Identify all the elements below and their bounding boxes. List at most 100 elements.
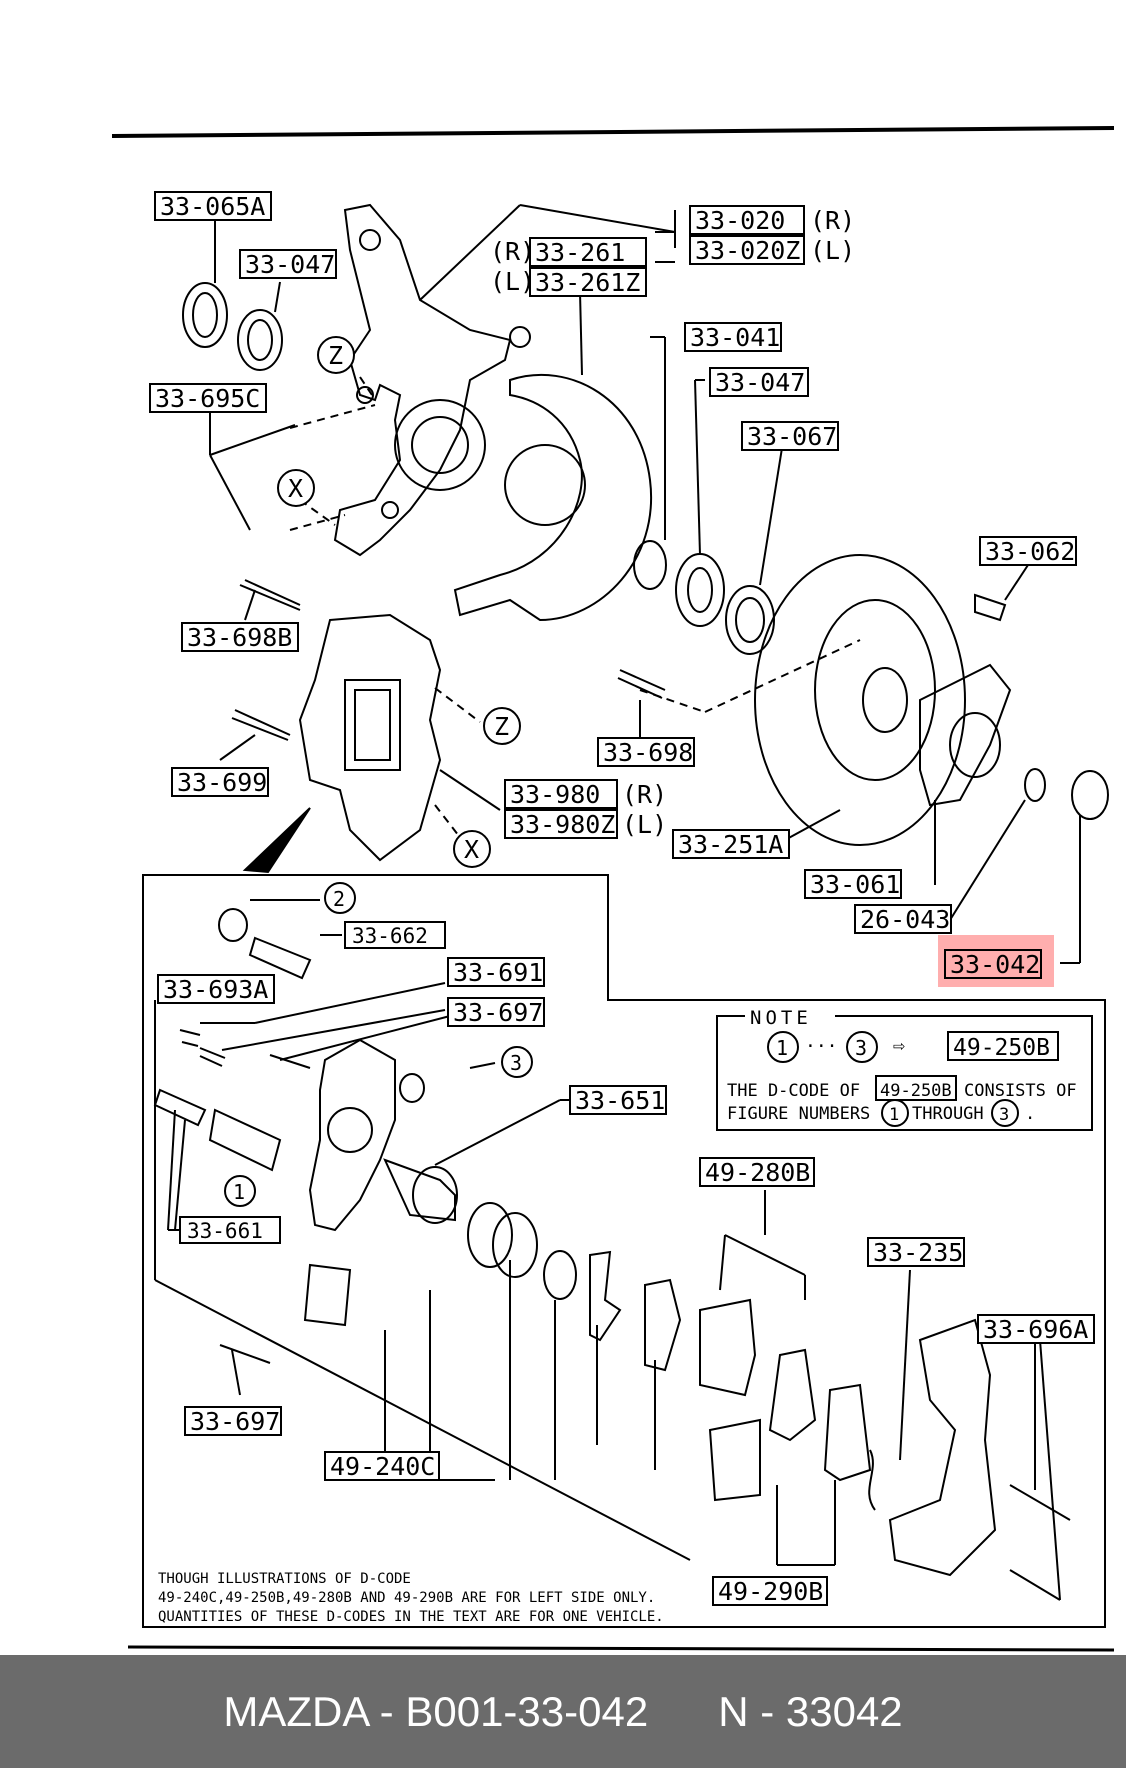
label-l-33-261Z: (L) — [490, 267, 535, 296]
label-49-240C[interactable]: 49-240C — [324, 1451, 440, 1481]
hub-drawing — [919, 663, 1109, 820]
label-33-251A[interactable]: 33-251A — [672, 829, 790, 859]
svg-text:33-062: 33-062 — [985, 537, 1075, 566]
svg-text:33-065A: 33-065A — [160, 192, 265, 221]
svg-text:···: ··· — [805, 1036, 838, 1057]
label-49-290B[interactable]: 49-290B — [712, 1576, 828, 1606]
seal-drawing — [182, 282, 228, 348]
label-33-980Z[interactable]: 33-980Z — [504, 809, 618, 839]
svg-text:FIGURE NUMBERS: FIGURE NUMBERS — [727, 1104, 870, 1124]
label-33-020[interactable]: 33-020 — [689, 205, 805, 235]
svg-text:33-699: 33-699 — [177, 768, 267, 797]
svg-text:33-695C: 33-695C — [155, 384, 260, 413]
svg-text:33-235: 33-235 — [873, 1238, 963, 1267]
svg-text:33-047: 33-047 — [715, 368, 805, 397]
label-l-33-020Z: (L) — [810, 236, 855, 265]
svg-text:THROUGH: THROUGH — [912, 1104, 984, 1124]
svg-text:26-043: 26-043 — [860, 905, 950, 934]
note-title: NOTE — [750, 1007, 812, 1029]
svg-text:33-980: 33-980 — [510, 780, 600, 809]
svg-text:33-020Z: 33-020Z — [695, 236, 800, 265]
label-l-33-980Z: (L) — [622, 810, 667, 839]
label-33-067[interactable]: 33-067 — [741, 421, 839, 451]
label-33-691[interactable]: 33-691 — [447, 957, 545, 987]
label-33-699[interactable]: 33-699 — [171, 767, 269, 797]
callout-2: 2 — [324, 882, 356, 914]
callout-z-lower: Z — [483, 707, 521, 745]
label-33-662[interactable]: 33-662 — [344, 921, 446, 949]
svg-text:33-697: 33-697 — [190, 1407, 280, 1436]
footnote-line2: 49-240C,49-250B,49-280B AND 49-290B ARE … — [158, 1590, 655, 1606]
svg-text:33-980Z: 33-980Z — [510, 810, 615, 839]
svg-text:33-662: 33-662 — [352, 924, 428, 948]
n-number: N - 33042 — [718, 1687, 903, 1735]
label-33-235[interactable]: 33-235 — [867, 1237, 965, 1267]
label-33-261Z[interactable]: 33-261Z — [529, 267, 647, 297]
svg-text:33-698B: 33-698B — [187, 623, 292, 652]
svg-text:33-020: 33-020 — [695, 206, 785, 235]
caliper-drawing — [298, 613, 442, 862]
label-33-696A[interactable]: 33-696A — [977, 1314, 1095, 1344]
svg-text:33-251A: 33-251A — [678, 830, 783, 859]
callout-3: 3 — [501, 1046, 533, 1078]
svg-text:2: 2 — [333, 887, 345, 911]
svg-text:1: 1 — [233, 1180, 245, 1204]
svg-text:33-261: 33-261 — [535, 238, 625, 267]
label-33-261[interactable]: 33-261 — [529, 237, 647, 267]
svg-text:CONSISTS OF: CONSISTS OF — [964, 1081, 1077, 1101]
label-r-33-020: (R) — [810, 206, 855, 235]
label-33-061[interactable]: 33-061 — [804, 869, 902, 899]
svg-text:33-696A: 33-696A — [983, 1315, 1088, 1344]
svg-text:49-240C: 49-240C — [330, 1452, 435, 1481]
svg-text:49-250B: 49-250B — [953, 1035, 1050, 1061]
label-33-661[interactable]: 33-661 — [179, 1216, 281, 1244]
svg-text:1: 1 — [889, 1105, 899, 1125]
svg-text:3: 3 — [999, 1105, 1009, 1125]
parts-diagram: 33-065A 33-047 33-020 (R) 33-020Z (L) (R… — [111, 126, 1115, 1652]
label-33-041[interactable]: 33-041 — [684, 322, 782, 352]
svg-text:33-041: 33-041 — [690, 323, 780, 352]
label-33-042-highlighted[interactable]: 33-042 — [938, 935, 1054, 987]
dust-shield-drawing — [453, 374, 653, 622]
svg-text:3: 3 — [510, 1051, 522, 1075]
footnote: THOUGH ILLUSTRATIONS OF D-CODE 49-240C,4… — [158, 1571, 664, 1625]
svg-text:.: . — [1025, 1104, 1035, 1124]
label-33-065A[interactable]: 33-065A — [154, 191, 272, 221]
label-33-695C[interactable]: 33-695C — [149, 383, 267, 413]
label-33-697-lower[interactable]: 33-697 — [184, 1406, 282, 1436]
svg-text:33-698: 33-698 — [603, 738, 693, 767]
label-33-651[interactable]: 33-651 — [569, 1085, 667, 1115]
svg-text:33-042: 33-042 — [950, 950, 1040, 979]
svg-text:33-067: 33-067 — [747, 422, 837, 451]
label-33-020Z[interactable]: 33-020Z — [689, 235, 805, 265]
label-49-280B[interactable]: 49-280B — [699, 1157, 815, 1187]
svg-text:33-691: 33-691 — [453, 958, 543, 987]
brand-part-number: MAZDA - B001-33-042 — [223, 1687, 649, 1735]
label-26-043[interactable]: 26-043 — [854, 904, 952, 934]
label-33-062[interactable]: 33-062 — [979, 536, 1077, 566]
svg-text:Z: Z — [494, 712, 509, 741]
label-33-698[interactable]: 33-698 — [597, 737, 695, 767]
callout-x-lower: X — [453, 830, 491, 868]
callout-x-upper: X — [277, 469, 315, 507]
note-box: NOTE 1 ··· 3 ⇨ 49-250B THE D-CODE OF 49-… — [716, 1006, 1093, 1131]
label-33-698B[interactable]: 33-698B — [181, 622, 299, 652]
label-33-047-upper[interactable]: 33-047 — [239, 249, 337, 279]
steering-knuckle-drawing — [333, 203, 531, 557]
svg-text:33-261Z: 33-261Z — [535, 268, 640, 297]
label-33-697-upper[interactable]: 33-697 — [447, 997, 545, 1027]
part-number-footer: MAZDA - B001-33-042 N - 33042 — [0, 1655, 1126, 1768]
label-33-693A[interactable]: 33-693A — [157, 974, 275, 1004]
svg-text:3: 3 — [855, 1036, 867, 1060]
footnote-line1: THOUGH ILLUSTRATIONS OF D-CODE — [158, 1571, 411, 1587]
svg-text:1: 1 — [776, 1036, 788, 1060]
svg-text:49-250B: 49-250B — [880, 1081, 952, 1101]
label-r-33-980: (R) — [622, 780, 667, 809]
label-33-980[interactable]: 33-980 — [504, 779, 618, 809]
footer-spacer — [648, 1688, 718, 1736]
bearing-drawing — [237, 309, 283, 371]
svg-text:33-047: 33-047 — [245, 250, 335, 279]
label-33-047-lower[interactable]: 33-047 — [709, 367, 809, 397]
svg-text:33-651: 33-651 — [575, 1086, 665, 1115]
svg-text:X: X — [464, 835, 479, 864]
